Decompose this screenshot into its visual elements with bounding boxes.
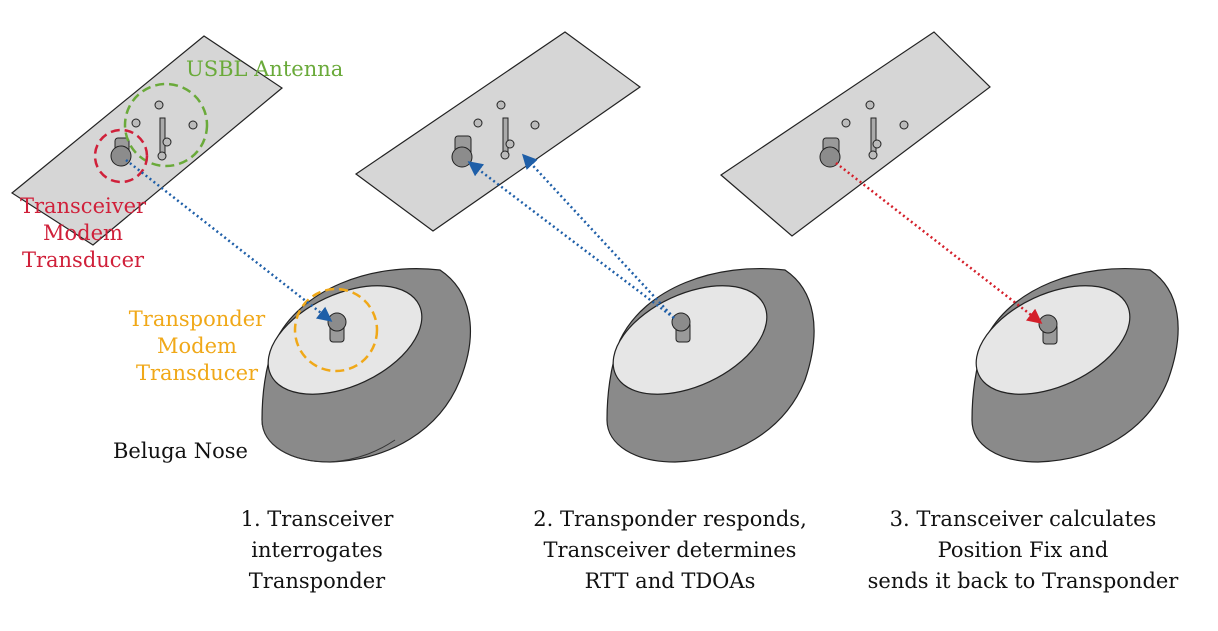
step-2-line-2: Transceiver determines [543, 538, 797, 562]
transponder-label: Transponder Modem Transducer [112, 306, 282, 387]
beluga-nose [606, 267, 815, 463]
usbl-antenna-label: USBL Antenna [186, 57, 344, 81]
step-3-line-3: sends it back to Transponder [867, 569, 1179, 593]
panel-1 [10, 35, 471, 463]
step-1-caption: 1. Transceiver interrogates Transponder [207, 504, 427, 597]
usbl-array [110, 100, 198, 167]
panel-3 [720, 31, 1179, 463]
beluga-nose-label: Beluga Nose [113, 439, 248, 463]
transponder-label-line-2: Modem [157, 334, 237, 358]
step-1-line-1: 1. Transceiver [240, 507, 394, 531]
interrogate-arrow [125, 159, 333, 322]
usbl-plate [10, 35, 284, 246]
transponder-label-line-1: Transponder [128, 307, 266, 331]
transceiver-label-line-2: Modem [43, 221, 123, 245]
step-3-line-2: Position Fix and [937, 538, 1109, 562]
beluga-nose [971, 267, 1179, 463]
beluga-nose [261, 268, 471, 463]
step-3-caption: 3. Transceiver calculates Position Fix a… [838, 504, 1208, 597]
transceiver-label: Transceiver Modem Transducer [8, 193, 158, 274]
usbl-antenna-highlight [123, 82, 209, 168]
transponder-label-line-3: Transducer [135, 361, 259, 385]
transceiver-label-line-3: Transducer [21, 248, 145, 272]
step-3-line-1: 3. Transceiver calculates [889, 507, 1157, 531]
usbl-array [819, 100, 909, 168]
transponder-highlight [293, 287, 379, 373]
transceiver-label-line-1: Transceiver [19, 194, 147, 218]
response-arrow-1 [467, 161, 675, 319]
panel-2 [354, 31, 815, 463]
usbl-plate [720, 31, 991, 237]
usbl-array [451, 100, 540, 168]
step-1-line-3: Transponder [248, 569, 386, 593]
step-2-line-3: RTT and TDOAs [584, 569, 756, 593]
position-fix-arrow [835, 162, 1043, 324]
response-arrow-2 [521, 153, 675, 319]
step-2-caption: 2. Transponder responds, Transceiver det… [500, 504, 840, 597]
step-2-line-1: 2. Transponder responds, [533, 507, 807, 531]
usbl-plate [354, 31, 642, 232]
transceiver-highlight [93, 128, 149, 184]
step-1-line-2: interrogates [251, 538, 383, 562]
